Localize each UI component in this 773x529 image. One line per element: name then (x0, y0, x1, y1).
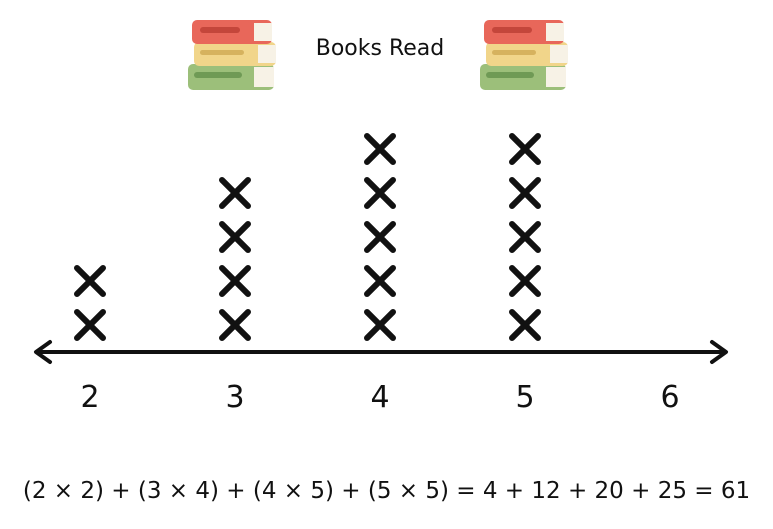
chart-title: Books Read (315, 36, 445, 61)
left-arrow-head (34, 340, 52, 364)
x-mark (509, 309, 541, 341)
tick-label: 6 (660, 380, 679, 415)
tick-label: 3 (225, 380, 244, 415)
x-mark (74, 309, 106, 341)
x-mark (74, 265, 106, 297)
tick-label: 2 (80, 380, 99, 415)
x-mark (509, 221, 541, 253)
right-arrow-head (710, 340, 728, 364)
x-mark (219, 177, 251, 209)
book-stack-icon (188, 20, 276, 90)
x-mark (509, 133, 541, 165)
x-mark (364, 133, 396, 165)
x-mark (364, 221, 396, 253)
x-mark (219, 221, 251, 253)
x-mark (364, 309, 396, 341)
x-mark (509, 177, 541, 209)
x-mark (364, 177, 396, 209)
book-stack-icon (480, 20, 568, 90)
equation-text: (2 × 2) + (3 × 4) + (4 × 5) + (5 × 5) = … (22, 478, 751, 504)
x-mark (364, 265, 396, 297)
x-mark (219, 309, 251, 341)
tick-label: 4 (370, 380, 389, 415)
tick-label: 5 (515, 380, 534, 415)
line-plot: 2 3 4 5 6 (34, 133, 728, 415)
x-mark (509, 265, 541, 297)
x-mark (219, 265, 251, 297)
